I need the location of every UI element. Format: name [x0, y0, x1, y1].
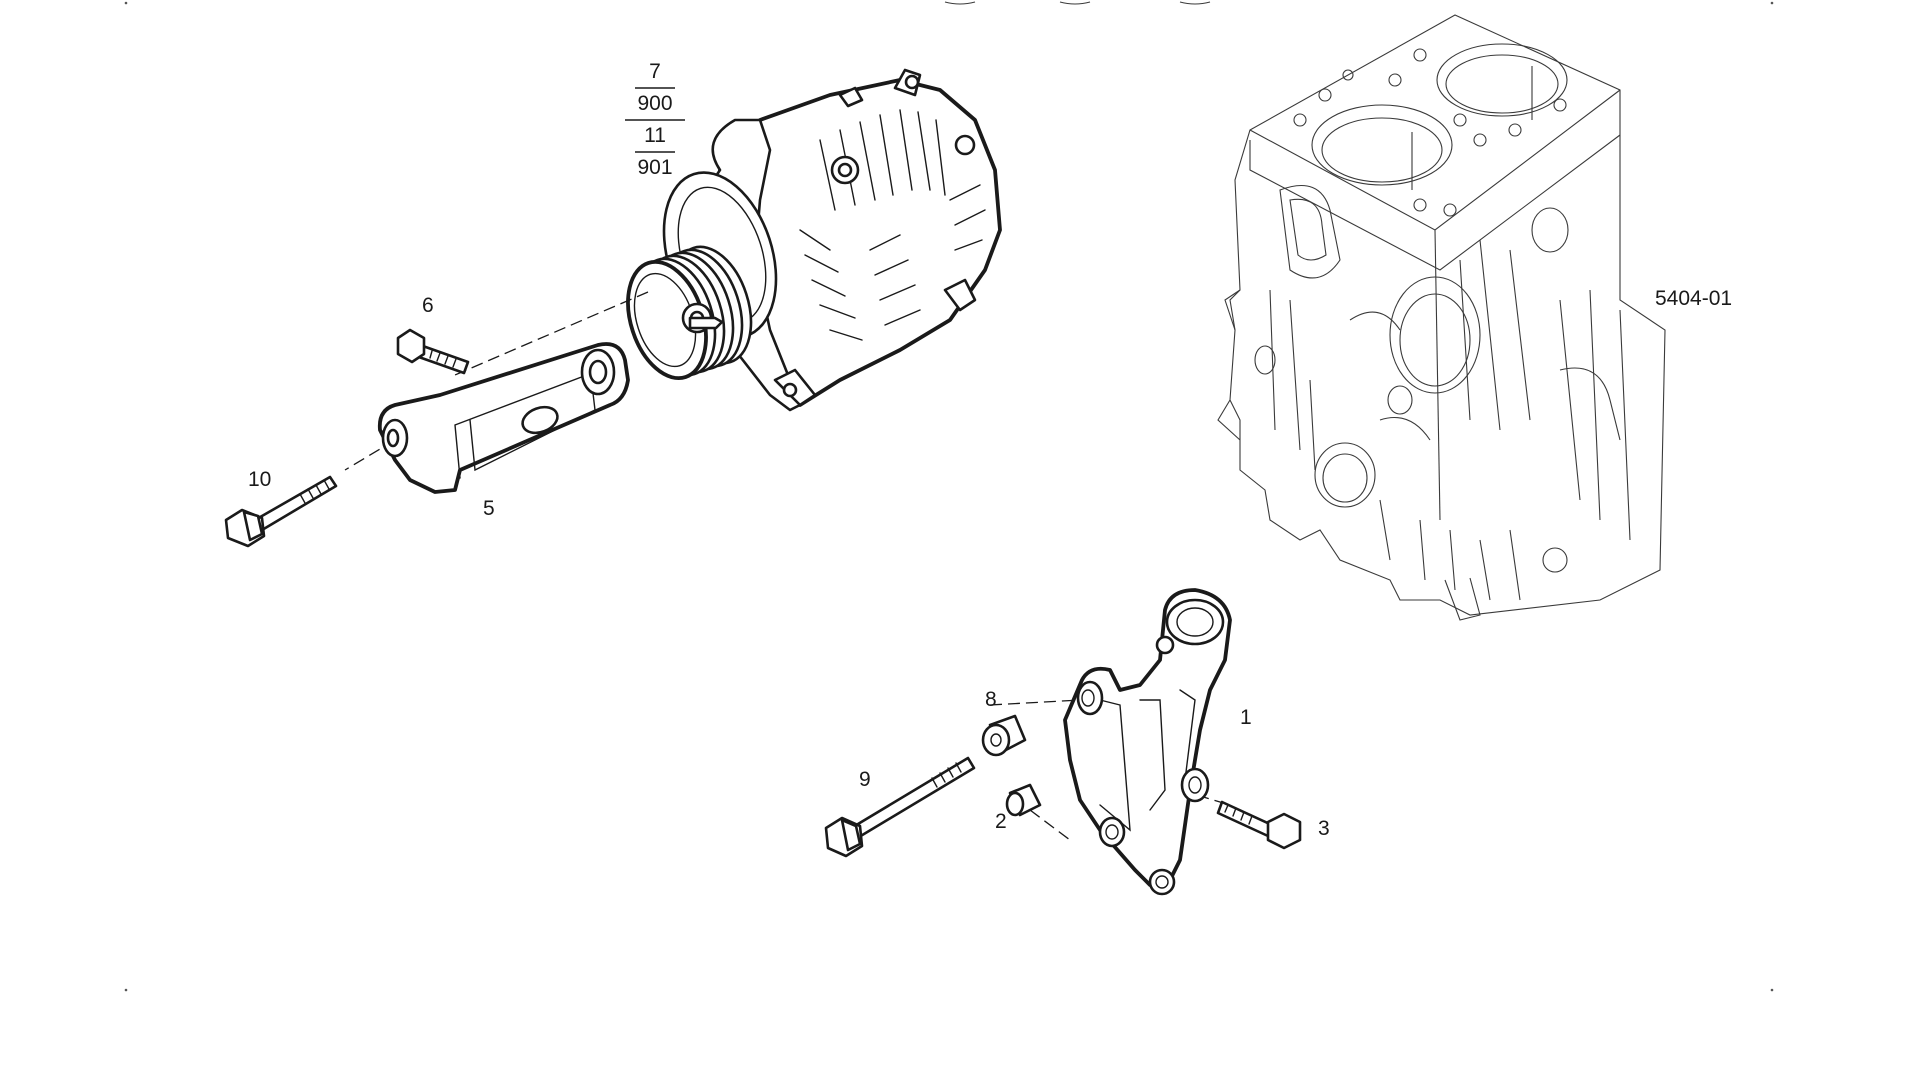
crop-marks	[124, 1, 1774, 992]
label-part-9: 9	[859, 768, 871, 791]
label-part-10: 10	[248, 468, 271, 491]
alternator-callout: 7 900 11 901	[625, 60, 685, 179]
part-number-labels: 6 10 5 8 1 9 2 3	[248, 294, 1330, 840]
callout-7: 7	[649, 60, 661, 83]
tension-arm	[377, 342, 630, 494]
callout-900: 900	[637, 92, 672, 115]
callout-11: 11	[644, 124, 666, 147]
label-part-8: 8	[985, 688, 997, 711]
bushing-2	[1005, 783, 1042, 817]
label-part-3: 3	[1318, 817, 1330, 840]
bolt-6	[396, 328, 470, 375]
pulley	[626, 245, 753, 381]
cooling-fins	[799, 109, 986, 341]
bolt-3	[1216, 800, 1302, 850]
label-part-2: 2	[995, 810, 1007, 833]
label-part-5: 5	[483, 497, 495, 520]
spacer-8	[981, 714, 1027, 757]
alternator	[626, 68, 1002, 412]
bolt-9	[824, 756, 976, 858]
bolt-10	[224, 475, 338, 548]
engine-block	[1217, 14, 1666, 621]
mounting-bracket	[1063, 588, 1232, 896]
label-part-1: 1	[1240, 706, 1252, 729]
callout-901: 901	[637, 156, 672, 179]
reference-code: 5404-01	[1655, 287, 1732, 310]
label-part-6: 6	[422, 294, 434, 317]
